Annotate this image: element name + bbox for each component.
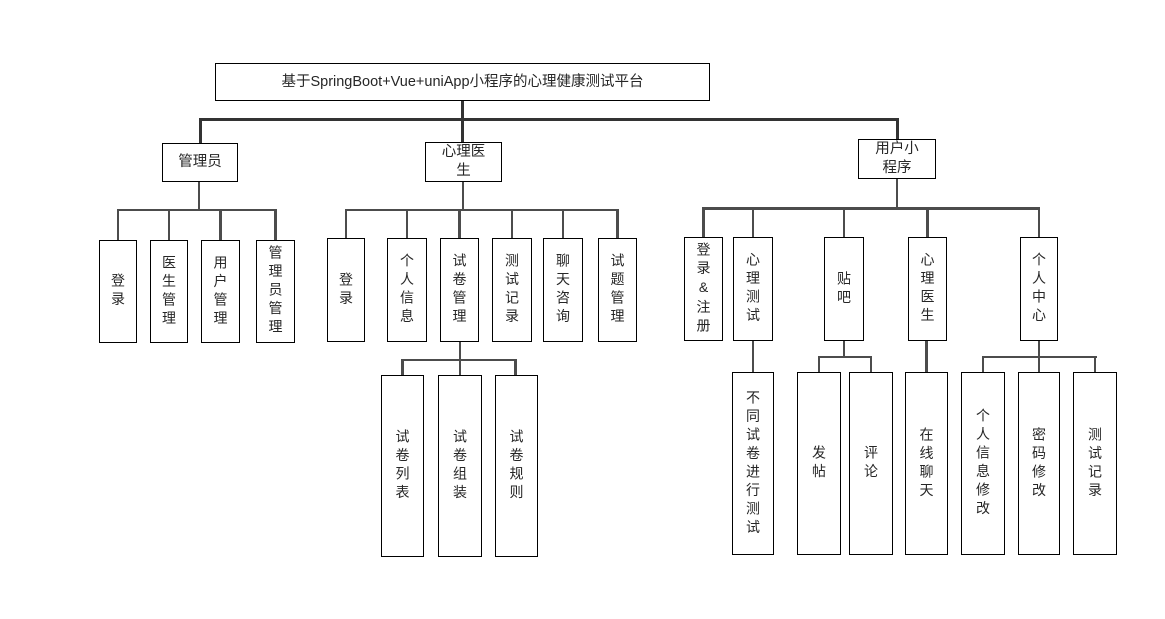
node-doctor-login: 登录 <box>327 238 365 342</box>
connector-stub <box>405 208 409 238</box>
node-chat-consultation: 聊天咨询 <box>543 238 583 342</box>
connector-admin-horizontal <box>116 208 277 211</box>
connector-stub <box>219 208 222 240</box>
connector-stub <box>510 208 514 238</box>
connector-stub <box>274 208 277 240</box>
connector-stub <box>458 358 461 375</box>
psych-test-label: 心理测试 <box>745 252 761 326</box>
connector-stub <box>1037 207 1041 237</box>
connector-personalcenter-drop <box>1037 341 1041 357</box>
connector-miniapp-drop <box>895 179 899 208</box>
node-user-miniapp: 用户小 程序 <box>858 139 936 179</box>
psych-doctor-label: 心理医生 <box>919 252 936 326</box>
node-paper-assembly: 试卷组装 <box>438 375 482 557</box>
doctor-login-label: 登录 <box>338 271 354 309</box>
psychologist-label: 心理医 生 <box>441 144 486 179</box>
personal-center-label: 个人中心 <box>1031 252 1047 326</box>
node-comment: 评论 <box>849 372 893 555</box>
different-paper-test-label: 不同试卷进行测试 <box>745 389 761 538</box>
connector-stub <box>344 208 348 238</box>
connector-stub <box>1093 355 1097 372</box>
personal-info-label: 个人信息 <box>399 253 415 327</box>
root-title-label: 基于SpringBoot+Vue+uniApp小程序的心理健康测试平台 <box>281 73 644 90</box>
node-doctor-management: 医生管理 <box>150 240 188 343</box>
admin-label: 管理员 <box>178 154 222 170</box>
node-personal-info: 个人信息 <box>387 238 427 342</box>
connector-stub <box>869 355 873 372</box>
node-question-management: 试题管理 <box>598 238 637 342</box>
connector-stub <box>981 355 985 372</box>
forum-label: 贴吧 <box>836 270 852 308</box>
node-admin-login: 登录 <box>99 240 137 343</box>
node-admin-management: 管理员管理 <box>256 240 295 343</box>
node-psych-doctor: 心理医生 <box>908 237 947 341</box>
node-online-chat: 在线聊天 <box>905 372 948 555</box>
doctor-management-label: 医生管理 <box>161 254 177 329</box>
connector-forum-drop <box>842 341 846 357</box>
node-user-test-record: 测试记录 <box>1073 372 1117 555</box>
connector-stub <box>401 358 404 375</box>
connector-doctor-drop <box>461 181 465 209</box>
admin-management-label: 管理员管理 <box>267 245 284 338</box>
node-personal-center: 个人中心 <box>1020 237 1058 341</box>
node-user-management: 用户管理 <box>201 240 240 343</box>
node-login-register: 登录&注册 <box>684 237 723 341</box>
connector-level1-horizontal <box>198 118 899 121</box>
user-management-label: 用户管理 <box>212 254 229 329</box>
node-paper-management: 试卷管理 <box>440 238 479 342</box>
connector-miniapp-horizontal <box>702 207 1041 210</box>
connector-doctor-horizontal <box>344 208 619 211</box>
node-root-title: 基于SpringBoot+Vue+uniApp小程序的心理健康测试平台 <box>215 63 710 101</box>
connector-stub <box>458 208 461 238</box>
connector-stub <box>842 207 846 237</box>
connector-stub <box>751 207 755 237</box>
node-psychologist: 心理医 生 <box>425 142 502 182</box>
user-test-record-label: 测试记录 <box>1087 426 1103 501</box>
node-paper-rules: 试卷规则 <box>495 375 538 557</box>
connector-stub <box>702 207 705 237</box>
connector-admin-stub <box>198 118 202 143</box>
connector-psychtest-drop <box>751 341 755 372</box>
connector-stub <box>616 208 619 238</box>
connector-stub <box>561 208 565 238</box>
connector-admin-drop <box>197 182 201 209</box>
connector-stub <box>1037 355 1041 372</box>
login-register-label: 登录&注册 <box>695 241 712 337</box>
paper-list-label: 试卷列表 <box>394 429 411 503</box>
node-admin: 管理员 <box>162 143 238 182</box>
node-password-edit: 密码修改 <box>1018 372 1060 555</box>
password-edit-label: 密码修改 <box>1031 426 1047 501</box>
test-records-label: 测试记录 <box>504 253 520 327</box>
connector-stub <box>817 355 821 372</box>
connector-stub <box>116 208 120 240</box>
connector-forum-horizontal <box>817 355 873 358</box>
post-label: 发帖 <box>811 445 827 482</box>
paper-assembly-label: 试卷组装 <box>452 429 468 503</box>
profile-edit-label: 个人信息修改 <box>975 408 991 519</box>
question-management-label: 试题管理 <box>609 253 626 327</box>
node-paper-list: 试卷列表 <box>381 375 424 557</box>
connector-stub <box>514 358 517 375</box>
admin-login-label: 登录 <box>110 273 126 310</box>
connector-paper-drop <box>458 342 461 360</box>
paper-management-label: 试卷管理 <box>451 253 468 327</box>
paper-rules-label: 试卷规则 <box>508 429 525 503</box>
node-test-records: 测试记录 <box>492 238 532 342</box>
chat-consultation-label: 聊天咨询 <box>555 253 571 327</box>
connector-miniapp-stub <box>895 118 899 139</box>
node-forum: 贴吧 <box>824 237 864 341</box>
connector-psychdoctor-drop <box>925 341 928 372</box>
comment-label: 评论 <box>863 445 879 482</box>
node-different-paper-test: 不同试卷进行测试 <box>732 372 774 555</box>
node-profile-edit: 个人信息修改 <box>961 372 1005 555</box>
user-miniapp-label: 用户小 程序 <box>875 141 919 176</box>
node-psych-test: 心理测试 <box>733 237 773 341</box>
online-chat-label: 在线聊天 <box>918 426 935 501</box>
connector-root-drop <box>460 101 464 143</box>
connector-stub <box>926 207 929 237</box>
connector-stub <box>167 208 171 240</box>
node-post: 发帖 <box>797 372 841 555</box>
